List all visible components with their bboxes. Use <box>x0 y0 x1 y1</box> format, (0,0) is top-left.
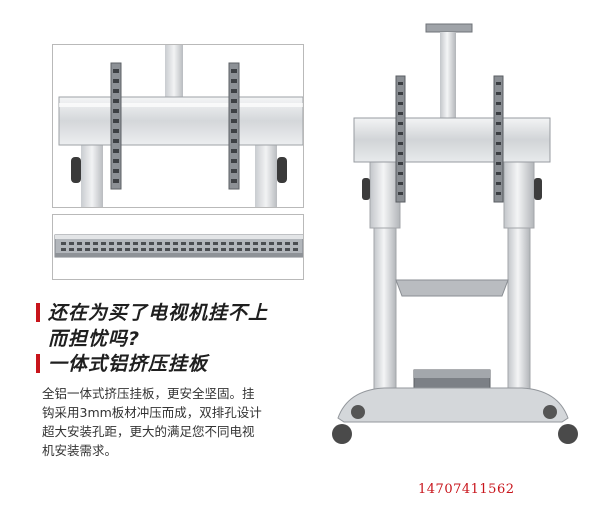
right-lower-column-shape <box>507 222 531 399</box>
left-handle-shape <box>71 157 81 183</box>
right-hanging-bracket <box>228 62 240 190</box>
headline-line-2: 而担忧吗? <box>48 328 141 350</box>
right-stand-bracket <box>493 75 504 203</box>
right-upper-column-shape <box>503 157 535 229</box>
caster-left-rear <box>351 405 365 419</box>
main-plate-shape <box>353 117 551 163</box>
tv-stand-image <box>318 18 588 462</box>
caster-right-front <box>558 424 578 444</box>
headline-line-1: 还在为买了电视机挂不上 <box>36 298 268 325</box>
accent-bar <box>36 303 40 322</box>
description-line: 超大安装孔距，更大的满足您不同电视 <box>42 424 255 439</box>
contact-phone: 14707411562 <box>418 482 515 497</box>
description-line: 钩采用3mm板材冲压而成，双排孔设计 <box>42 405 262 420</box>
plate-profile-drawing <box>54 234 303 258</box>
camera-shelf-shape <box>425 23 473 33</box>
product-description: 全铝一体式挤压挂板，更安全坚固。挂 钩采用3mm板材冲压而成，双排孔设计 超大安… <box>42 384 292 460</box>
plate-profile-image <box>52 214 304 280</box>
middle-shelf-shape <box>395 279 509 297</box>
left-stand-bracket <box>395 75 406 203</box>
center-pole-shape <box>165 45 183 97</box>
description-line: 全铝一体式挤压挂板，更安全坚固。挂 <box>42 386 255 401</box>
caster-left-front <box>332 424 352 444</box>
left-hanging-bracket <box>110 62 122 190</box>
left-column-shape <box>81 145 103 207</box>
base-frame-shape <box>337 387 569 423</box>
camera-pole-shape <box>440 32 456 122</box>
tv-stand-drawing <box>332 23 578 444</box>
section-title: 一体式铝挤压挂板 <box>36 349 208 376</box>
bracket-closeup-drawing <box>58 45 303 207</box>
left-lower-column-shape <box>373 222 397 399</box>
description-line: 机安装需求。 <box>42 443 118 458</box>
caster-right-rear <box>543 405 557 419</box>
right-column-shape <box>255 145 277 207</box>
bracket-closeup-image <box>52 44 304 208</box>
right-handle-shape <box>277 157 287 183</box>
accent-bar <box>36 354 40 373</box>
